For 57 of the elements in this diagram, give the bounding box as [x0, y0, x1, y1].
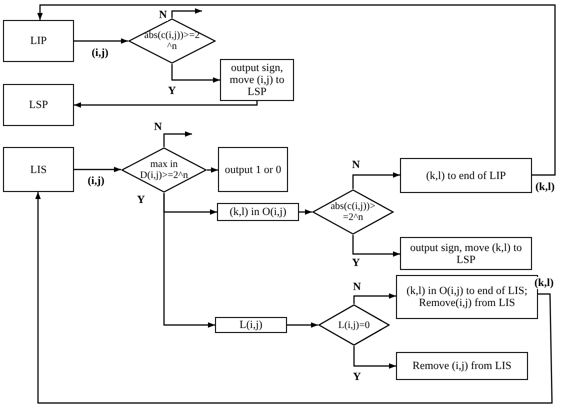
node-text: LIS — [30, 164, 47, 176]
process-box — [3, 84, 74, 126]
arrow — [163, 193, 215, 328]
arrow — [171, 8, 202, 18]
node-text: (k,l) in O(i,j) — [230, 206, 286, 218]
process-box — [400, 237, 532, 270]
edge-label: Y — [167, 85, 177, 97]
edge-label: N — [352, 281, 362, 293]
edge-label: Y — [351, 257, 361, 269]
arrow — [35, 192, 553, 404]
arrow — [171, 64, 220, 83]
node-text: output 1 or 0 — [224, 164, 282, 176]
node-text: max in D(i,j)>=2^n — [139, 159, 189, 181]
edge-label: (i,j) — [90, 47, 110, 59]
arrow — [74, 101, 258, 108]
edge-label: Y — [136, 194, 146, 206]
process-box — [3, 147, 74, 192]
process-box — [218, 147, 288, 192]
decision-diamond — [121, 147, 207, 193]
arrow — [37, 4, 556, 176]
arrow — [74, 166, 121, 172]
node-text: (k,l) to end of LIP — [426, 170, 506, 182]
arrow — [74, 38, 128, 44]
arrow — [207, 167, 218, 173]
process-box — [220, 59, 294, 101]
process-box — [396, 352, 528, 380]
edge-label: (i,j) — [86, 175, 106, 187]
process-box — [215, 317, 287, 333]
arrow — [353, 293, 396, 304]
node-text: output sign, move (i,j) to LSP — [228, 62, 286, 98]
decision-diamond — [318, 304, 390, 346]
decision-diamond — [128, 18, 216, 64]
node-text: LSP — [29, 99, 48, 111]
arrow — [352, 172, 400, 189]
decision-diamond — [312, 189, 394, 235]
node-text: (k,l) in O(i,j) to end of LIS; Remove(i,j) from LIS — [406, 285, 528, 309]
arrow — [353, 346, 396, 369]
edge-label: Y — [352, 371, 362, 383]
process-box — [3, 20, 74, 62]
node-text: output sign, move (k,l) to LSP — [409, 242, 523, 266]
node-text: L(i,j)=0 — [337, 320, 371, 330]
node-text: abs(c(i,j))>=2^n — [330, 201, 376, 223]
node-text: LIP — [30, 35, 47, 47]
edge-label: (k,l) — [534, 181, 556, 193]
edge-label: N — [153, 121, 163, 133]
arrow — [299, 209, 312, 215]
arrow — [287, 322, 318, 328]
edge-label: (k,l) — [533, 277, 555, 289]
edge-label: N — [351, 159, 361, 171]
process-box — [400, 158, 532, 193]
node-text: Remove (i,j) from LIS — [412, 360, 512, 372]
arrow — [163, 131, 192, 147]
node-text: L(i,j) — [240, 319, 262, 331]
node-text: abs(c(i,j))>=2^n — [143, 30, 201, 52]
edge-label: N — [158, 9, 168, 21]
arrow — [352, 235, 400, 257]
process-box — [217, 203, 299, 221]
